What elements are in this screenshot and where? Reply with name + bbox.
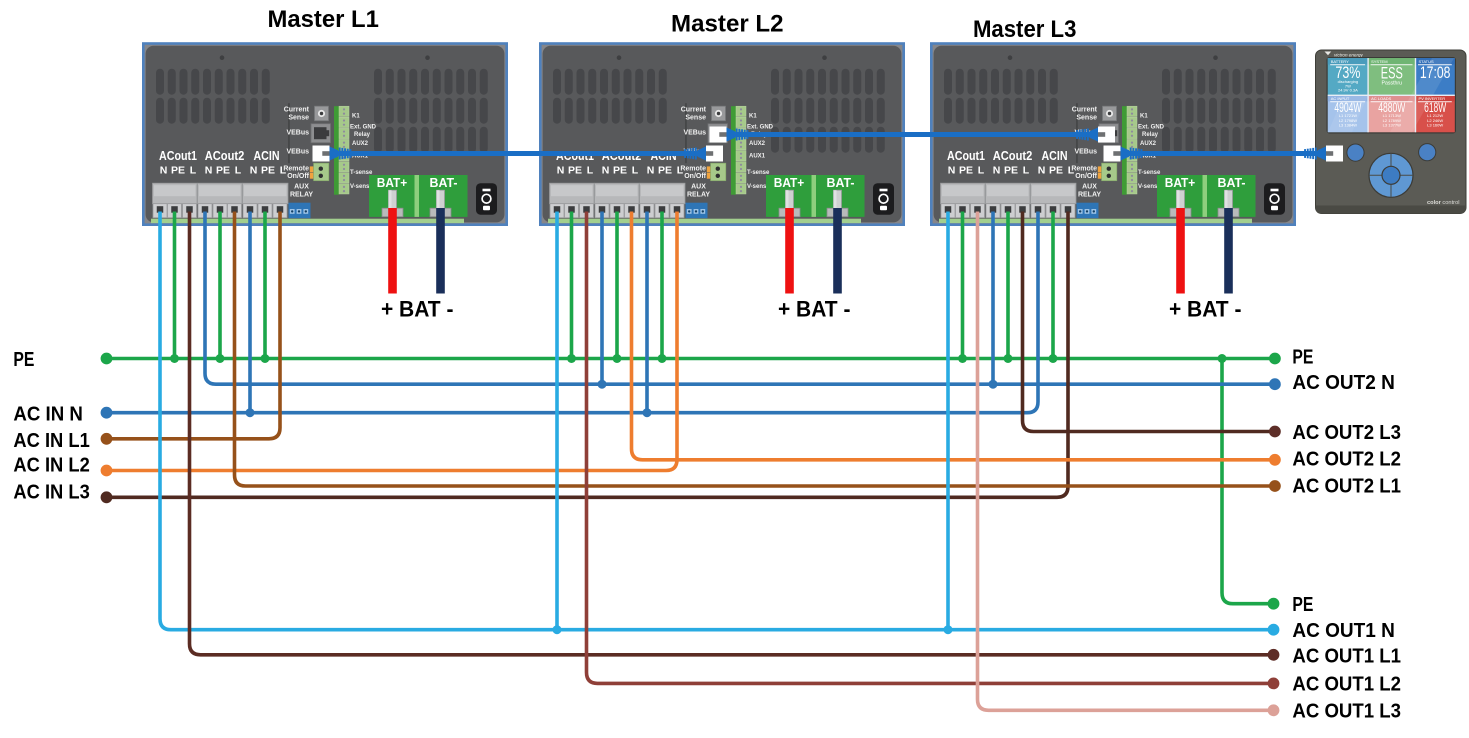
svg-text:victron energy: victron energy <box>1334 53 1364 58</box>
svg-text:Master L3: Master L3 <box>973 16 1077 43</box>
svg-text:AC OUT1 L2: AC OUT1 L2 <box>1292 674 1401 696</box>
svg-text:color control: color control <box>1427 200 1460 206</box>
svg-text:Master L2: Master L2 <box>671 10 784 37</box>
svg-text:L2 1789W: L2 1789W <box>1383 118 1401 123</box>
svg-text:L3 1377W: L3 1377W <box>1383 122 1401 127</box>
svg-text:ESS: ESS <box>1381 64 1403 83</box>
svg-text:SYSTEM: SYSTEM <box>1371 59 1387 64</box>
svg-text:AC OUT2 L1: AC OUT2 L1 <box>1292 475 1401 497</box>
svg-text:AC IN N: AC IN N <box>13 404 83 426</box>
svg-text:Master L1: Master L1 <box>267 6 379 33</box>
svg-text:Passthru: Passthru <box>1382 81 1403 87</box>
svg-text:AC INPUT: AC INPUT <box>1331 96 1350 101</box>
svg-text:discharging: discharging <box>1338 79 1358 84</box>
svg-text:PV INVERTER: PV INVERTER <box>1419 96 1446 101</box>
svg-text:L3 1384W: L3 1384W <box>1339 122 1357 127</box>
svg-text:AC OUT1 L1: AC OUT1 L1 <box>1292 645 1401 667</box>
svg-text:AC OUT1 L3: AC OUT1 L3 <box>1292 701 1401 723</box>
svg-text:618W: 618W <box>1424 99 1446 115</box>
svg-text:PE: PE <box>1292 594 1313 616</box>
svg-text:AC OUT1 N: AC OUT1 N <box>1292 620 1395 642</box>
svg-text:L1 1721W: L1 1721W <box>1339 113 1357 118</box>
svg-text:+ BAT -: + BAT - <box>778 297 851 322</box>
svg-text:AC IN L1: AC IN L1 <box>13 430 89 452</box>
svg-text:L2 1798W: L2 1798W <box>1339 118 1357 123</box>
svg-text:AC OUT2 L2: AC OUT2 L2 <box>1292 449 1401 471</box>
svg-text:AC OUT2 N: AC OUT2 N <box>1292 372 1395 394</box>
svg-text:BATTERY: BATTERY <box>1331 59 1349 64</box>
svg-text:17:08: 17:08 <box>1420 63 1451 82</box>
svg-text:L1 1713W: L1 1713W <box>1383 113 1401 118</box>
svg-text:4904W: 4904W <box>1334 99 1361 115</box>
svg-text:+ BAT -: + BAT - <box>1169 297 1242 322</box>
svg-text:AC IN L3: AC IN L3 <box>13 482 89 504</box>
svg-text:24.9V 0.3A: 24.9V 0.3A <box>1338 88 1358 93</box>
svg-text:L1 212W: L1 212W <box>1427 113 1443 118</box>
svg-text:L3 160W: L3 160W <box>1427 122 1443 127</box>
svg-text:+ BAT -: + BAT - <box>381 297 454 322</box>
svg-text:AC LOADS: AC LOADS <box>1371 96 1392 101</box>
svg-text:PE: PE <box>13 349 34 371</box>
svg-text:AC IN L2: AC IN L2 <box>13 455 89 477</box>
svg-text:73%: 73% <box>1335 63 1360 82</box>
svg-text:7W: 7W <box>1345 84 1351 89</box>
svg-text:STATUS: STATUS <box>1419 59 1435 64</box>
svg-text:AC OUT2 L3: AC OUT2 L3 <box>1292 422 1401 444</box>
svg-text:PE: PE <box>1292 347 1313 369</box>
svg-text:L2 246W: L2 246W <box>1427 118 1443 123</box>
svg-text:4880W: 4880W <box>1378 99 1405 115</box>
